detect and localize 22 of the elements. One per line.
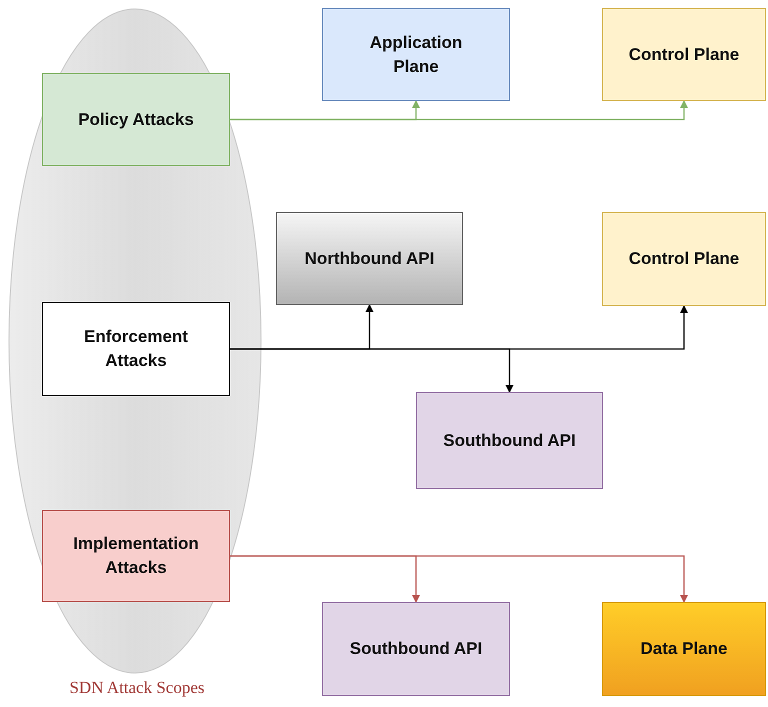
ellipse-caption: SDN Attack Scopes [68,678,206,698]
process-box [602,212,766,306]
process-box [602,8,766,101]
box-label: Data Plane [640,638,728,660]
box-label: Implementation Attacks [72,533,200,579]
process-box [602,602,766,696]
box-label: Policy Attacks [78,108,194,131]
process-box [276,212,463,305]
box-label: Northbound API [304,248,434,270]
box-label: Southbound API [443,430,576,452]
box-label: Southbound API [350,638,482,660]
connector-arrow [230,555,688,603]
process-box [322,8,510,101]
box-label: Enforcement Attacks [83,326,189,372]
box-label: Control Plane [628,44,740,66]
process-box [416,392,603,489]
connector-arrow [230,100,688,120]
process-box [42,302,230,396]
box-label: Control Plane [628,248,740,270]
connector-arrow [230,348,514,393]
process-box [322,602,510,696]
box-label: Application Plane [368,32,464,78]
